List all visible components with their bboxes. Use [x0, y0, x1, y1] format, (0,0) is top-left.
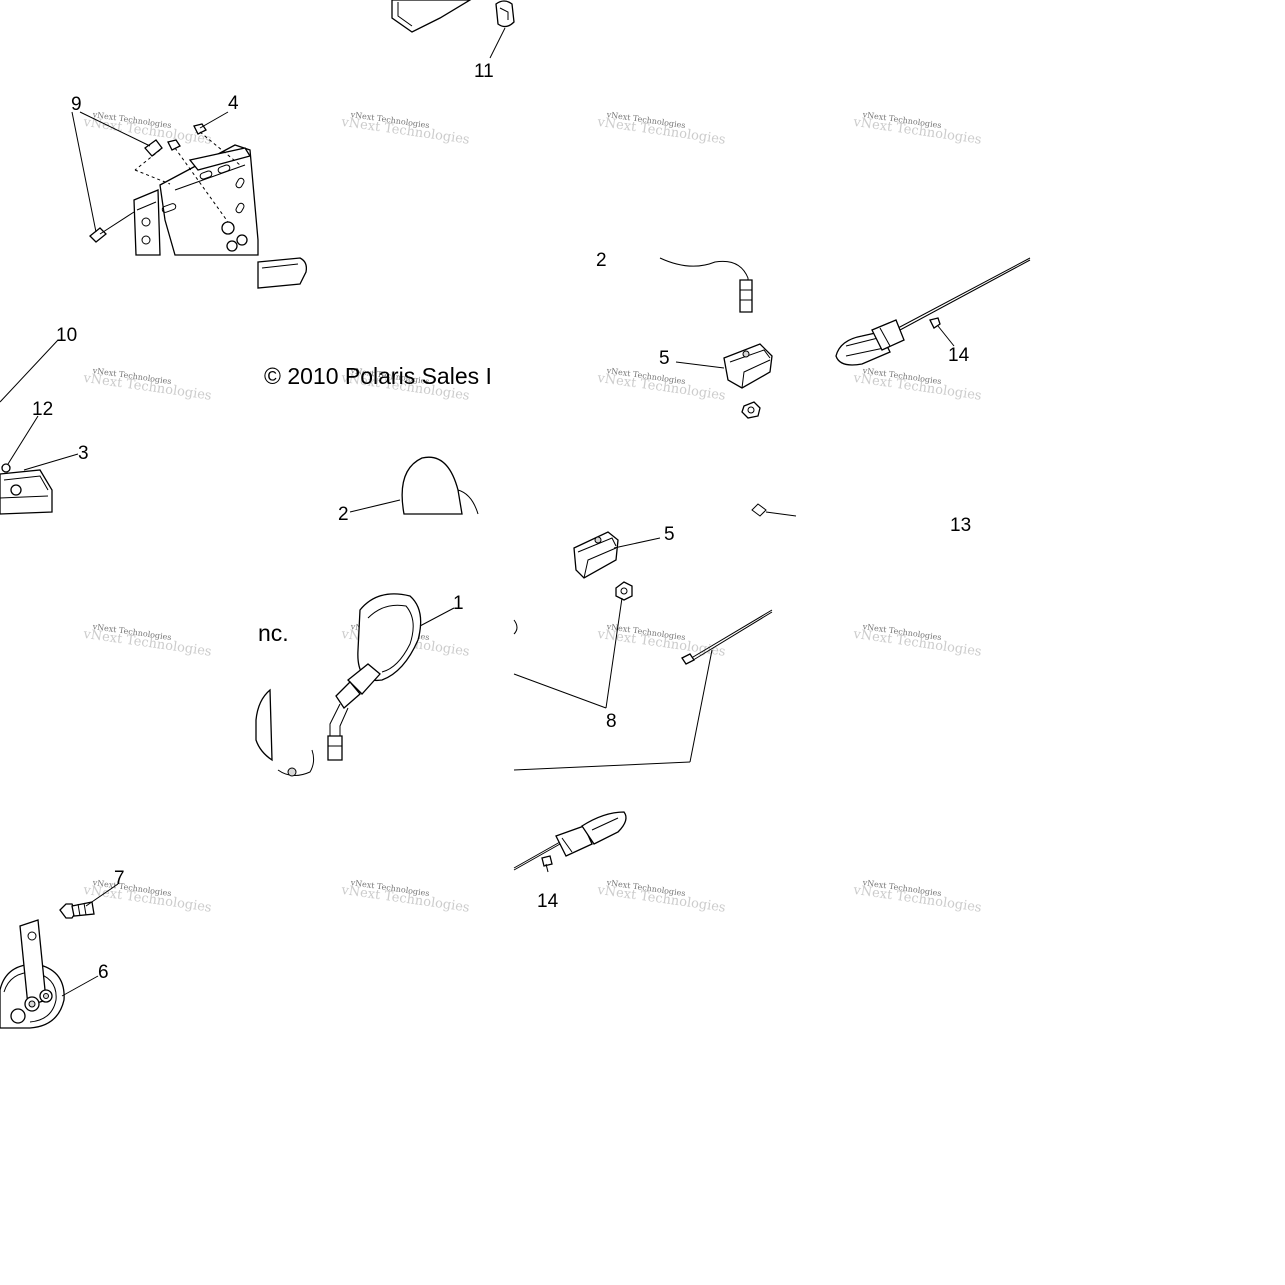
top-bracket-part	[391, 0, 515, 33]
turn-signal-right	[835, 257, 1031, 366]
callout-5-lower: 5	[664, 524, 675, 545]
callout-14-lower: 14	[537, 891, 559, 912]
callout-2-lower: 2	[338, 504, 349, 525]
turn-signal-lower	[513, 811, 627, 871]
callout-4: 4	[228, 93, 239, 114]
callout-10: 10	[56, 325, 77, 346]
horn-assembly	[0, 901, 95, 1029]
turn-signal-mount-assembly	[89, 123, 308, 289]
copyright-line-2: nc.	[258, 620, 289, 646]
callout-8: 8	[606, 711, 617, 732]
wire-clip-fragment	[513, 619, 518, 635]
license-light-bracket	[0, 463, 53, 515]
callout-14-upper: 14	[948, 345, 970, 366]
signal-wire-fragment	[659, 257, 753, 313]
callout-12: 12	[32, 399, 53, 420]
connector-housing-upper	[723, 343, 773, 419]
copyright-line-1: © 2010 Polaris Sales I	[264, 363, 492, 389]
signal-wire-lower	[681, 503, 797, 665]
connector-housing-lower	[573, 531, 633, 601]
callout-2-upper: 2	[596, 250, 607, 271]
callout-1: 1	[453, 593, 464, 614]
callout-5-upper: 5	[659, 348, 670, 369]
mirror-assembly	[255, 593, 422, 777]
mirror-upper-fragment	[401, 456, 479, 515]
callout-7: 7	[114, 868, 125, 889]
callout-9: 9	[71, 94, 82, 115]
callout-6: 6	[98, 962, 109, 983]
callout-3: 3	[78, 443, 89, 464]
callout-11: 11	[474, 61, 494, 82]
callout-13: 13	[950, 515, 971, 536]
